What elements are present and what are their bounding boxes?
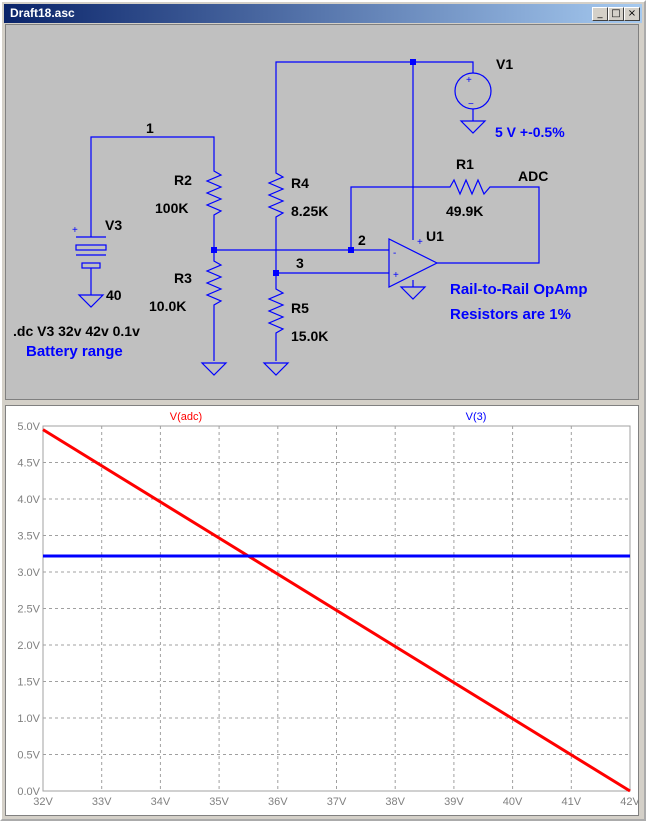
ground-u1-icon [399, 286, 427, 300]
r2-name: R2 [174, 172, 192, 188]
wire-vcc [275, 61, 474, 167]
v3-value: 40 [106, 287, 122, 303]
comment-resistors[interactable]: Resistors are 1% [450, 306, 571, 323]
y-tick-label: 0.0V [17, 786, 40, 798]
wire-net-1 [90, 136, 215, 221]
r5-name: R5 [291, 300, 309, 316]
schematic-canvas[interactable]: + − + + - + 1 2 3 ADC V1 V3 40 R1 49.9K … [6, 25, 638, 399]
net-label-1: 1 [146, 120, 154, 136]
v1-name: V1 [496, 56, 513, 72]
comment-battery-range[interactable]: Battery range [26, 343, 123, 360]
series-group [42, 428, 631, 793]
y-tick-label: 3.5V [17, 531, 40, 543]
u1-plus-label: + [417, 237, 423, 248]
ground-r3-icon [200, 362, 228, 376]
y-tick-label: 0.5V [17, 750, 40, 762]
x-tick-label: 37V [327, 796, 347, 808]
wire-adc [437, 186, 540, 264]
y-tick-label: 1.5V [17, 677, 40, 689]
net-label-2: 2 [358, 232, 366, 248]
y-tick-label: 1.0V [17, 713, 40, 725]
x-tick-label: 39V [444, 796, 464, 808]
r3-name: R3 [174, 270, 192, 286]
x-tick-label: 42V [620, 796, 638, 808]
ground-r5-icon [262, 362, 290, 376]
x-tick-label: 34V [151, 796, 171, 808]
v3-battery-icon [75, 244, 107, 251]
y-axis-ticks: 0.0V 0.5V 1.0V 1.5V 2.0V 2.5V 3.0V 3.5V 4.0V 4.5V… [17, 421, 40, 798]
schematic-pane[interactable]: + − + + - + 1 2 3 ADC V1 V3 40 R1 49.9K … [5, 24, 639, 400]
legend-entry[interactable]: V(3) [466, 411, 487, 423]
y-tick-label: 5.0V [17, 421, 40, 433]
r1-value: 49.9K [446, 203, 483, 219]
r5-value: 15.0K [291, 328, 328, 344]
x-tick-label: 33V [92, 796, 112, 808]
legend: V(adc) V(3) [170, 411, 487, 423]
r2-value: 100K [155, 200, 188, 216]
x-axis-ticks: 32V 33V 34V 35V 36V 37V 38V 39V 40V 41V 42V [33, 796, 640, 808]
net-label-adc: ADC [518, 168, 548, 184]
x-tick-label: 35V [209, 796, 229, 808]
y-tick-label: 4.5V [17, 458, 40, 470]
y-tick-label: 2.0V [17, 640, 40, 652]
net-label-3: 3 [296, 255, 304, 271]
r1-name: R1 [456, 156, 474, 172]
y-tick-label: 2.5V [17, 604, 40, 616]
r2-resistor [205, 167, 223, 250]
v1-minus-sign: − [468, 99, 474, 110]
window-title: Draft18.asc [10, 6, 75, 20]
v3-plus-sign: + [72, 225, 78, 236]
r5-resistor [267, 273, 285, 361]
minimize-button[interactable]: _ [592, 7, 608, 21]
u1-minus-label: - [393, 248, 396, 259]
dc-directive[interactable]: .dc V3 32v 42v 0.1v [13, 323, 140, 339]
x-tick-label: 41V [562, 796, 582, 808]
r4-name: R4 [291, 175, 309, 191]
x-tick-label: 32V [33, 796, 53, 808]
ground-v1-icon [459, 120, 487, 134]
ground-v3-icon [77, 294, 105, 308]
series-line-v-adc [42, 428, 631, 793]
x-tick-label: 36V [268, 796, 288, 808]
u1-name: U1 [426, 228, 444, 244]
r3-resistor [205, 250, 223, 361]
v1-value: 5 V +-0.5% [495, 124, 565, 140]
junction-vcc [410, 59, 416, 65]
title-bar[interactable]: Draft18.asc _ □ × [4, 4, 642, 23]
plot-grid [43, 426, 630, 791]
r3-value: 10.0K [149, 298, 186, 314]
u1-plus-input-label: + [393, 270, 399, 281]
legend-entry[interactable]: V(adc) [170, 411, 202, 423]
junction-node2-right [348, 247, 354, 253]
comment-opamp[interactable]: Rail-to-Rail OpAmp [450, 281, 588, 298]
maximize-button[interactable]: □ [608, 7, 624, 21]
junction-node3 [273, 270, 279, 276]
x-tick-label: 40V [503, 796, 523, 808]
r1-resistor [446, 178, 494, 196]
v1-plus-sign: + [466, 75, 472, 86]
x-tick-label: 38V [385, 796, 405, 808]
u1-opamp-icon [388, 238, 439, 288]
y-tick-label: 3.0V [17, 567, 40, 579]
junction-node2-left [211, 247, 217, 253]
r4-resistor [267, 167, 285, 273]
v3-name: V3 [105, 217, 122, 233]
r4-value: 8.25K [291, 203, 328, 219]
wire-feedback [350, 186, 446, 250]
close-button[interactable]: × [624, 7, 640, 21]
y-tick-label: 4.0V [17, 494, 40, 506]
